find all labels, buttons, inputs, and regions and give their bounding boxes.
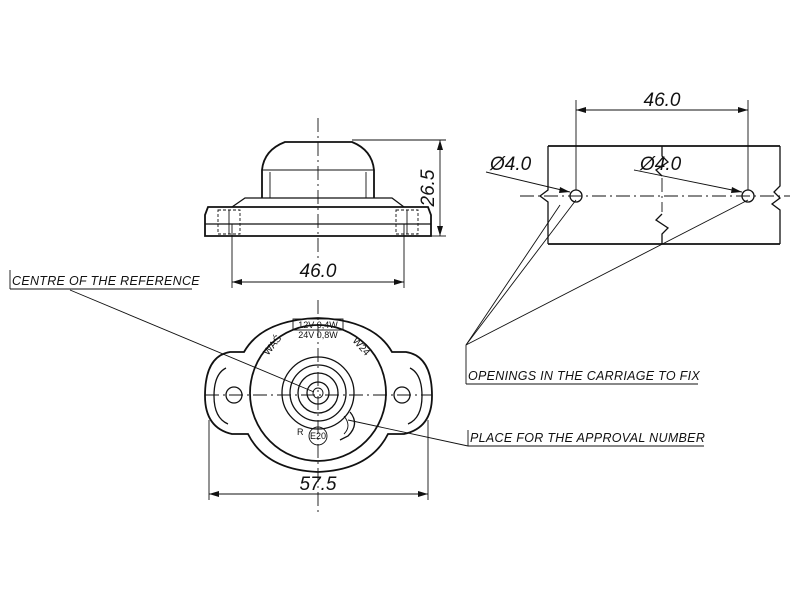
hole-right-leader-arrow [731,187,742,193]
callout-centre-reference: CENTRE OF THE REFERENCE [12,274,200,288]
side-view-dome-inner [269,172,367,198]
carriage-top-break [654,146,670,177]
side-view-shoulder [231,197,405,208]
hole-left-leader [485,171,571,193]
callout-approval-leader [347,419,469,447]
hole-right-label: Ø4.0 [639,154,682,175]
callout-centre-leader [69,289,315,393]
callouts: CENTRE OF THE REFERENCE OPENINGS IN THE … [9,199,749,447]
hole-left-label: Ø4.0 [489,154,532,175]
side-view: 46.0 26.5 [204,118,446,288]
marking-rating-12v: 12V 0,4W [298,320,338,330]
side-height-label: 26.5 [418,169,439,207]
front-view-left-hole [225,386,243,404]
callout-openings-leader-3 [465,204,561,346]
side-width-label: 46.0 [300,261,337,282]
front-view-lens-ring-2 [297,372,339,414]
callout-openings: OPENINGS IN THE CARRIAGE TO FIX [468,369,700,383]
marking-r: R [297,427,304,437]
front-view-approval-arc [339,411,356,441]
front-view-lens-core [312,387,324,399]
callout-approval: PLACE FOR THE APPROVAL NUMBER [470,431,705,445]
front-view-left-ear-inner [213,367,229,425]
carriage-spacing-label: 46.0 [644,90,681,111]
carriage-view: 46.0 Ø4.0 Ø4.0 [485,90,790,245]
front-view-right-hole [393,386,411,404]
front-view-approval-arc-inner [343,415,349,435]
front-width-label: 57.5 [300,474,337,495]
side-view-dome [261,141,375,198]
callout-openings-leader-2 [465,199,749,346]
front-view-lens-center [306,381,330,405]
front-view-lens-outer [281,356,355,430]
marking-rating-box [292,318,344,331]
front-view: 12V 0,4W 24V 0,8W WAŚ W24 R E20 57.5 [204,300,433,512]
marking-approval-circle [308,426,328,446]
marking-rating-24v: 24V 0,8W [298,330,338,340]
front-view-housing [204,317,433,473]
front-view-body-circle [249,324,387,462]
front-view-lens-ring [289,364,347,422]
side-view-base [204,206,432,237]
side-height-arrows [437,140,443,236]
hole-right-leader [633,169,743,193]
hole-left-leader-arrow [559,187,570,193]
marking-model: W24 [350,336,372,359]
front-view-right-ear-inner [407,367,423,425]
carriage-bottom-break [654,213,670,244]
marking-approval: E20 [310,431,326,441]
callout-openings-leader-1 [465,199,577,346]
carriage-right-break [770,146,781,244]
